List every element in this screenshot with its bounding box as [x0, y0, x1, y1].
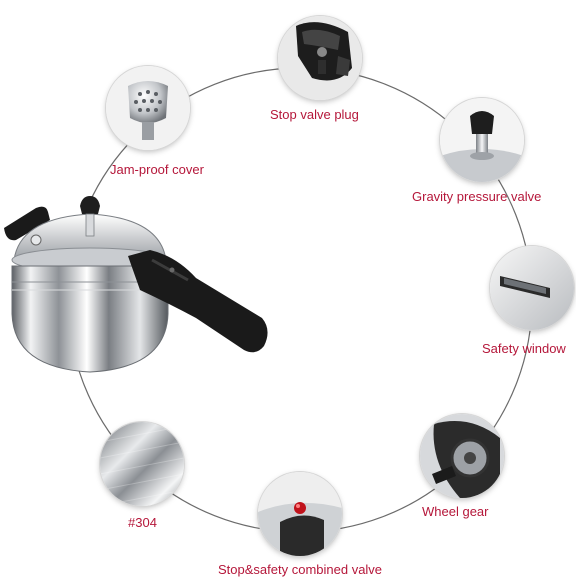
brushed-steel-icon — [100, 422, 184, 506]
combined-valve-icon — [258, 472, 342, 556]
stop-valve-plug-icon — [278, 16, 362, 100]
jam-proof-cover-icon — [106, 66, 190, 150]
wheel-gear-icon — [420, 414, 504, 498]
safety-window-icon — [490, 246, 574, 330]
feature-label: Wheel gear — [422, 504, 489, 519]
pressure-cooker-icon — [4, 196, 268, 373]
feature-label: Stop&safety combined valve — [218, 562, 383, 577]
feature-label: Gravity pressure valve — [412, 189, 542, 204]
feature-label: Safety window — [482, 341, 566, 356]
feature-label: Stop valve plug — [270, 107, 359, 122]
gravity-pressure-valve-icon — [440, 98, 524, 182]
feature-label: #304 — [128, 515, 157, 530]
feature-label: Jam-proof cover — [110, 162, 204, 177]
